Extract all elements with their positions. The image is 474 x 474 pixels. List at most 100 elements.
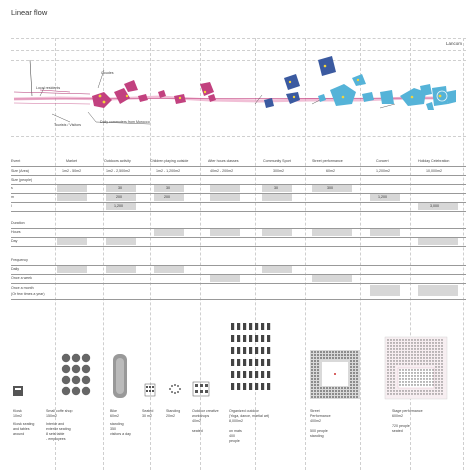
street-name: Street bbox=[310, 409, 320, 413]
workshop-note1: seated bbox=[192, 429, 203, 433]
bike-note2: 350 bbox=[110, 427, 116, 431]
sport-note2: 400 bbox=[229, 434, 235, 438]
seated-name: Seated bbox=[142, 409, 154, 413]
bike-name: Bike bbox=[110, 409, 117, 413]
cell-c6-s: 300 bbox=[312, 185, 352, 192]
cafe-area: 150m2 bbox=[46, 414, 57, 418]
stage-name: Stage performance bbox=[392, 409, 423, 413]
event-1: Market bbox=[66, 159, 77, 163]
row-label-frequency: Frequency bbox=[11, 258, 28, 262]
sport-name2: (Yoga, dance, martial art) bbox=[229, 414, 270, 418]
event-4: After hours classes bbox=[208, 159, 239, 163]
street-note2: standing bbox=[310, 434, 324, 438]
area-3: 1m2 - 1,200m2 bbox=[156, 169, 181, 173]
row-label-duration: Duration bbox=[11, 221, 25, 225]
cell-dur-c1 bbox=[57, 238, 87, 245]
standing-area: 20m2 bbox=[166, 414, 175, 418]
cell-dur-c6 bbox=[312, 229, 352, 236]
cell-dur-c5 bbox=[262, 229, 292, 236]
map-label-goudes: Goudes bbox=[101, 71, 114, 75]
kiosk-note2: and tables bbox=[13, 427, 30, 431]
cell-c5-s: 30 bbox=[262, 185, 292, 192]
street-area: 400m2 bbox=[310, 419, 321, 423]
kiosk-area: 10m2 bbox=[13, 414, 22, 418]
cell-freq-c1 bbox=[57, 266, 87, 273]
standing-name: Standing bbox=[166, 409, 181, 413]
area-8: 10,000m2 bbox=[426, 169, 442, 173]
cell-c8-l: 3,000 bbox=[418, 203, 458, 210]
market-blobs bbox=[92, 80, 216, 108]
area-2: 1m2 - 2,500m2 bbox=[106, 169, 131, 173]
area-5: 300m2 bbox=[273, 169, 284, 173]
row-label-day: Day bbox=[11, 239, 18, 243]
row-label-once-month: Once a month bbox=[11, 286, 34, 290]
cell-c3-m: 200 bbox=[154, 194, 184, 201]
bike-area: 60m2 bbox=[110, 414, 119, 418]
sport-note3: people bbox=[229, 439, 240, 443]
cell-c2-s: 30 bbox=[106, 185, 136, 192]
cell-c1-s bbox=[57, 185, 87, 192]
cell-c2-m: 200 bbox=[106, 194, 136, 201]
area-7: 1,200m2 bbox=[376, 169, 390, 173]
event-2: Outdoors activity bbox=[104, 159, 131, 163]
kiosk-note1: Kiosk seating bbox=[13, 422, 35, 426]
stage-note2: seated bbox=[392, 429, 403, 433]
cafe-note1: Interior and bbox=[46, 422, 65, 426]
cell-c1-m bbox=[57, 194, 87, 201]
row-label-size-area: Size (Area) bbox=[11, 169, 29, 173]
bike-note3: visitors a day bbox=[110, 432, 131, 436]
activity-markers bbox=[98, 64, 442, 104]
page-title: Linear flow bbox=[11, 8, 48, 17]
market-lines bbox=[13, 89, 91, 95]
cell-dur-c2 bbox=[106, 238, 136, 245]
cell-c4-m bbox=[210, 194, 240, 201]
cell-dur-c4 bbox=[210, 229, 240, 236]
stage-note1: 720 people bbox=[392, 424, 410, 428]
flow-map bbox=[13, 56, 456, 125]
community-blobs bbox=[264, 56, 336, 108]
area-4: 40m2 - 200m2 bbox=[210, 169, 234, 173]
event-5: Community Sport bbox=[263, 159, 291, 163]
event-6: Street performance bbox=[312, 159, 343, 163]
workshop-name: Outdoor creative bbox=[192, 409, 219, 413]
street-name2: Performance bbox=[310, 414, 331, 418]
cafe-note4: - employees bbox=[46, 437, 66, 441]
row-label-event: Event bbox=[11, 159, 21, 163]
row-label-size-people: Size (people) bbox=[11, 178, 33, 182]
sport-area: 8,000m2 bbox=[229, 419, 243, 423]
cell-freq-c3 bbox=[154, 266, 184, 273]
cafe-note3: 8 sets table bbox=[46, 432, 65, 436]
sport-note1: on mats bbox=[229, 429, 242, 433]
row-label-l: l bbox=[11, 204, 12, 208]
street-note1: 500 people bbox=[310, 429, 328, 433]
cafe-note2: exterior seating bbox=[46, 427, 71, 431]
workshop-area: 40m2 bbox=[192, 419, 201, 423]
cell-dur-c3 bbox=[154, 229, 184, 236]
map-label-tourists: Tourists / Visitors bbox=[54, 123, 82, 127]
map-label-commuters: Daily commuters from Morocco bbox=[100, 120, 150, 124]
cell-c3-s: 30 bbox=[154, 185, 184, 192]
cell-c7-m: 1,200 bbox=[370, 194, 400, 201]
seated-area: 30 m2 bbox=[142, 414, 152, 418]
cell-freq-c2 bbox=[106, 266, 136, 273]
cafe-name: Small coffe shop bbox=[46, 409, 73, 413]
area-6: 60m2 bbox=[326, 169, 335, 173]
cell-dur-c8 bbox=[418, 238, 458, 245]
kiosk-note3: around bbox=[13, 432, 25, 436]
cell-freq-c6 bbox=[312, 275, 352, 282]
cell-c5-m bbox=[262, 194, 292, 201]
cell-freq-c7 bbox=[370, 285, 400, 296]
sport-name: Organized outdoor bbox=[229, 409, 259, 413]
stage-area: 600m2 bbox=[392, 414, 403, 418]
row-label-s: s bbox=[11, 186, 13, 190]
bike-note1: standing bbox=[110, 422, 124, 426]
kiosk-name: Kiosk bbox=[13, 409, 22, 413]
row-label-m: m bbox=[11, 195, 14, 199]
cell-freq-c4 bbox=[210, 275, 240, 282]
row-label-once-week: Once a week bbox=[11, 276, 32, 280]
row-label-hours: Hours bbox=[11, 230, 21, 234]
row-label-once-year: (Or few times a year) bbox=[11, 292, 45, 296]
cell-freq-c5 bbox=[262, 266, 292, 273]
cell-c4-s bbox=[210, 185, 240, 192]
